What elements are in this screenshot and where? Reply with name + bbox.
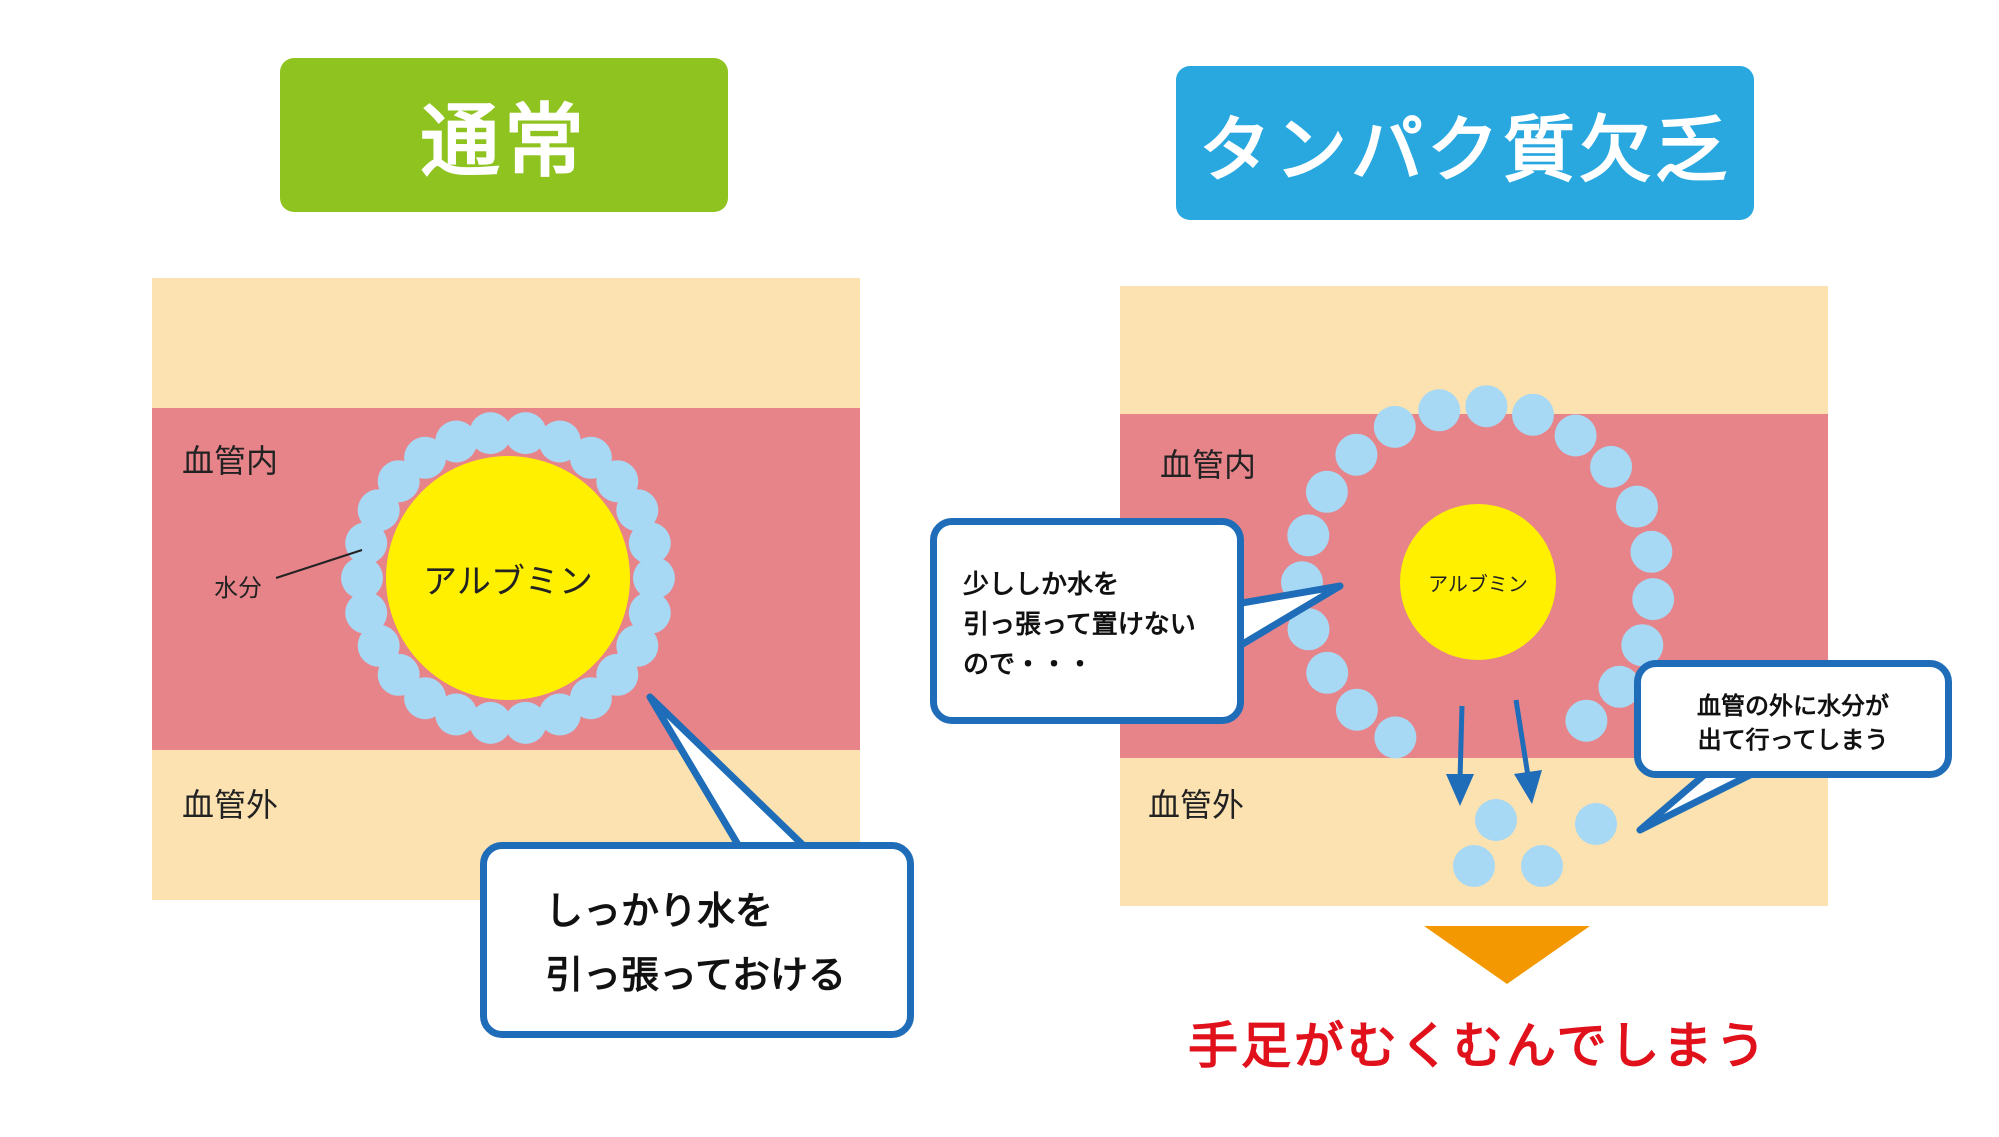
water-droplet	[1305, 470, 1348, 513]
escaped-droplet	[1575, 803, 1617, 845]
deficiency-left-balloon-line: 少ししか水を	[963, 570, 1120, 600]
water-droplet	[1465, 385, 1508, 428]
water-droplet	[504, 412, 547, 455]
water-droplet	[1306, 651, 1349, 694]
deficiency-label-inside: 血管内	[1160, 446, 1257, 484]
deficiency-water-arc	[1281, 385, 1675, 759]
water-droplet	[569, 677, 612, 720]
deficiency-albumin-circle	[1400, 504, 1556, 660]
escaped-water-droplets	[1453, 799, 1617, 887]
deficiency-albumin-label: アルブミン	[1428, 572, 1528, 596]
deficiency-left-balloon-line: 引っ張って置けない	[963, 610, 1196, 640]
water-droplet	[1287, 514, 1330, 557]
escaped-droplet	[1453, 845, 1495, 887]
leak-arrows	[1446, 699, 1542, 806]
result-down-triangle-icon	[1424, 926, 1590, 984]
normal-label-water: 水分	[214, 574, 262, 602]
water-droplet	[1287, 608, 1330, 651]
water-droplet	[345, 522, 388, 565]
normal-label-outside: 血管外	[182, 786, 279, 824]
normal-albumin-circle	[386, 456, 630, 700]
deficiency-label-outside: 血管外	[1148, 786, 1245, 824]
result-text: 手足がむくむんでしまう	[1188, 1017, 1769, 1075]
deficiency-right-balloon-line: 血管の外に水分が	[1697, 692, 1889, 720]
water-droplet	[404, 436, 447, 479]
normal-water-ring	[341, 412, 675, 744]
normal-balloon: しっかり水を 引っ張っておける	[480, 842, 914, 1038]
water-droplet	[1335, 688, 1378, 731]
water-droplet	[1590, 445, 1633, 488]
water-pointer-line	[275, 549, 363, 579]
water-droplet	[345, 591, 388, 634]
water-droplet	[1554, 414, 1597, 457]
water-droplet	[435, 420, 478, 463]
deficiency-right-balloon-line: 出て行ってしまう	[1697, 726, 1889, 754]
water-droplet	[1598, 665, 1641, 708]
water-droplet	[504, 701, 547, 744]
water-droplet	[1418, 389, 1461, 432]
deficiency-right-balloon-tail	[1636, 766, 1764, 834]
deficiency-title: タンパク質欠乏	[1198, 107, 1731, 192]
water-droplet	[1632, 578, 1675, 621]
water-droplet	[1512, 393, 1554, 436]
normal-balloon-tail	[646, 693, 810, 852]
water-droplet	[628, 591, 671, 634]
deficiency-title-badge: タンパク質欠乏	[1176, 66, 1754, 220]
water-droplet	[341, 557, 383, 599]
water-droplet	[1374, 716, 1417, 759]
water-droplet	[1630, 530, 1673, 573]
water-droplet	[538, 693, 581, 736]
normal-title-badge: 通常	[280, 58, 728, 212]
normal-albumin-label: アルブミン	[423, 562, 593, 602]
deficiency-right-balloon: 血管の外に水分が 出て行ってしまう	[1634, 660, 1952, 778]
water-droplet	[469, 412, 512, 455]
normal-label-inside: 血管内	[182, 442, 279, 480]
water-droplet	[633, 557, 675, 599]
normal-title: 通常	[420, 95, 588, 188]
water-droplet	[628, 522, 671, 565]
water-droplet	[469, 701, 512, 744]
water-droplet	[1565, 699, 1608, 742]
water-droplet	[1621, 624, 1664, 667]
down-arrow-icon	[1446, 774, 1474, 806]
water-droplet	[538, 420, 581, 463]
water-droplet	[357, 624, 400, 667]
normal-balloon-line: しっかり水を	[545, 889, 774, 933]
deficiency-left-balloon: 少ししか水を 引っ張って置けない ので・・・	[930, 518, 1244, 724]
deficiency-left-balloon-line: ので・・・	[963, 650, 1094, 680]
escaped-droplet	[1475, 799, 1517, 841]
water-droplet	[1373, 405, 1416, 448]
water-droplet	[1616, 485, 1658, 528]
water-droplet	[616, 489, 659, 532]
escaped-droplet	[1521, 845, 1563, 887]
down-arrow-icon	[1514, 770, 1542, 804]
water-droplet	[1335, 433, 1378, 476]
water-droplet	[435, 693, 478, 736]
normal-balloon-line: 引っ張っておける	[545, 953, 846, 997]
